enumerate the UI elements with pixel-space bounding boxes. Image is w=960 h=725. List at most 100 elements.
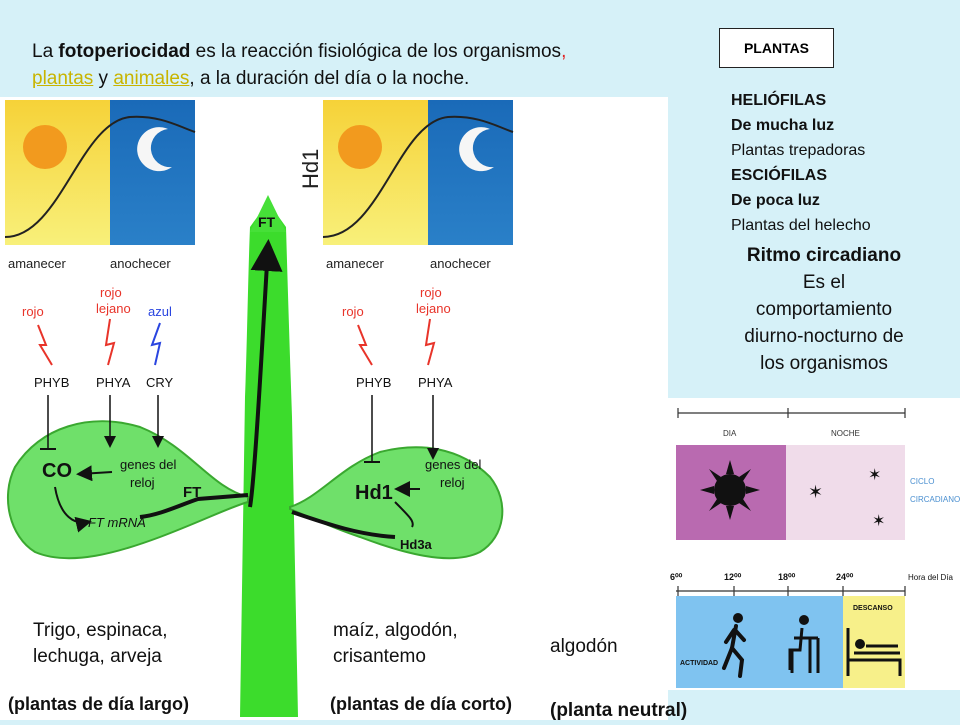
intro-text-2: es la reacción fisiológica de los organi… [190, 41, 562, 62]
intro-text-4: , a la duración del día o la noche. [189, 68, 470, 89]
short-day-examples-1: maíz, algodón, [333, 620, 458, 641]
short-day-examples-2: crisantemo [333, 646, 426, 667]
right-sky-night [428, 100, 513, 245]
left-rojolejano-bolt-icon [104, 318, 116, 366]
left-genes-label-1: genes del [120, 457, 176, 472]
right-leaf: Hd1 genes del reloj Hd3a [289, 446, 504, 560]
running-person-icon [722, 613, 746, 678]
ritmo-line-1: Es el [802, 272, 846, 293]
mucha-luz-label: De mucha luz [731, 117, 835, 134]
ciclo-label-2: CIRCADIANO [910, 495, 960, 504]
left-phyb-label: PHYB [34, 375, 69, 390]
left-sky-day [5, 100, 110, 245]
heliofilas-heading: HELIÓFILAS [731, 92, 827, 109]
long-day-label: (plantas de día largo) [8, 694, 189, 714]
ritmo-circadiano-block: Ritmo circadiano Es el comportamiento di… [715, 242, 933, 377]
ciclo-label-1: CICLO [910, 477, 934, 486]
right-hd1-label: Hd1 [355, 482, 393, 504]
right-phyb-label: PHYB [356, 375, 391, 390]
right-sky-day [323, 100, 428, 245]
hour-12-label: 12⁰⁰ [724, 572, 742, 582]
right-genes-label-1: genes del [425, 457, 481, 472]
intro-comma: , [561, 41, 567, 62]
ritmo-line-4: los organismos [760, 353, 888, 374]
neutral-label: (planta neutral) [550, 700, 688, 721]
left-phya-label: PHYA [96, 375, 131, 390]
short-day-examples: maíz, algodón, crisantemo [333, 618, 458, 670]
star-icon-1: ✶ [808, 482, 823, 502]
left-genes-label-2: reloj [130, 475, 155, 490]
link-plantas[interactable]: plantas [32, 68, 94, 89]
left-ft-label: FT [183, 484, 201, 501]
link-animales[interactable]: animales [113, 68, 190, 89]
desk-worker-icon [788, 615, 820, 673]
plantas-box: PLANTAS [719, 28, 834, 68]
left-azul-label: azul [148, 304, 172, 319]
trepadoras-label: Plantas trepadoras [731, 142, 866, 159]
intro-text-1: La [32, 41, 59, 62]
right-moon-icon [459, 127, 494, 172]
right-sky-panel: amanecer anochecer [322, 100, 514, 271]
ft-transport-arrow [248, 239, 283, 508]
right-anochecer-label: anochecer [430, 256, 491, 271]
night-block [786, 445, 905, 540]
hd1-vertical-label: Hd1 [298, 149, 323, 189]
right-rojo-label: rojo [342, 304, 364, 319]
right-rojolejano-label-1: rojo [420, 285, 442, 300]
sun-icon [700, 460, 760, 520]
right-genes-label-2: reloj [440, 475, 465, 490]
left-leaf: CO genes del reloj FT FT mRNA [7, 420, 249, 560]
photoperiod-diagram: amanecer anochecer amanecer anochecer Hd… [0, 97, 668, 720]
left-signals: rojo rojo lejano azul PHYB PHYA CRY [22, 285, 174, 450]
ritmo-line-2: comportamiento [755, 299, 893, 320]
photoperiod-svg: amanecer anochecer amanecer anochecer Hd… [4, 100, 514, 717]
left-sun-icon [23, 125, 67, 169]
activity-block [676, 596, 843, 688]
noche-label: NOCHE [831, 429, 860, 438]
right-rojolejano-bolt-icon [424, 318, 436, 366]
dia-label: DIA [723, 429, 737, 438]
hour-6-label: 6⁰⁰ [670, 572, 683, 582]
intro-text-3: y [93, 68, 114, 89]
right-rojo-bolt-icon [357, 324, 373, 366]
right-phya-label: PHYA [418, 375, 453, 390]
left-rojo-bolt-icon [37, 324, 53, 366]
long-day-examples-1: Trigo, espinaca, [33, 620, 168, 641]
hour-18-label: 18⁰⁰ [778, 572, 796, 582]
esciofilas-heading: ESCIÓFILAS [731, 167, 828, 184]
right-rojolejano-label-2: lejano [416, 301, 451, 316]
ft-top-label: FT [258, 214, 276, 230]
left-ftmrna-label: FT mRNA [88, 515, 146, 530]
intro-paragraph: La fotoperiocidad es la reacción fisioló… [32, 38, 722, 92]
ritmo-line-3: diurno-nocturno de [744, 326, 904, 347]
long-day-examples: Trigo, espinaca, lechuga, arveja [33, 618, 167, 670]
right-hd3a-label: Hd3a [400, 537, 433, 552]
right-signals: rojo rojo lejano PHYB PHYA [342, 285, 453, 463]
left-rojolejano-label-1: rojo [100, 285, 122, 300]
circadian-svg: DIA NOCHE ✶ ✶ ✶ CICLO CIRCADIANO 6⁰⁰ 12⁰… [670, 408, 960, 688]
long-day-examples-2: lechuga, arveja [33, 646, 162, 667]
left-moon-icon [137, 127, 172, 172]
left-anochecer-label: anochecer [110, 256, 171, 271]
star-icon-3: ✶ [872, 513, 885, 530]
right-sun-icon [338, 125, 382, 169]
left-amanecer-label: amanecer [8, 256, 66, 271]
intro-term: fotoperiocidad [58, 41, 191, 62]
left-co-label: CO [42, 460, 72, 482]
hour-24-label: 24⁰⁰ [836, 572, 854, 582]
left-rojolejano-label-2: lejano [96, 301, 131, 316]
plant-types-list: HELIÓFILAS De mucha luz Plantas trepador… [731, 88, 871, 238]
star-icon-2: ✶ [868, 467, 881, 484]
descanso-label: DESCANSO [853, 605, 893, 612]
rest-block [843, 596, 905, 688]
neutral-example: algodón [550, 636, 618, 657]
left-sky-panel: amanecer anochecer [4, 100, 196, 271]
helecho-label: Plantas del helecho [731, 217, 871, 234]
ritmo-title: Ritmo circadiano [746, 245, 902, 266]
hora-del-dia-label: Hora del Día [908, 573, 953, 582]
left-cry-label: CRY [146, 375, 174, 390]
circadian-figure: DIA NOCHE ✶ ✶ ✶ CICLO CIRCADIANO 6⁰⁰ 12⁰… [668, 398, 960, 690]
plant-stem: FT [240, 195, 298, 717]
left-azul-bolt-icon [150, 322, 162, 366]
poca-luz-label: De poca luz [731, 192, 820, 209]
